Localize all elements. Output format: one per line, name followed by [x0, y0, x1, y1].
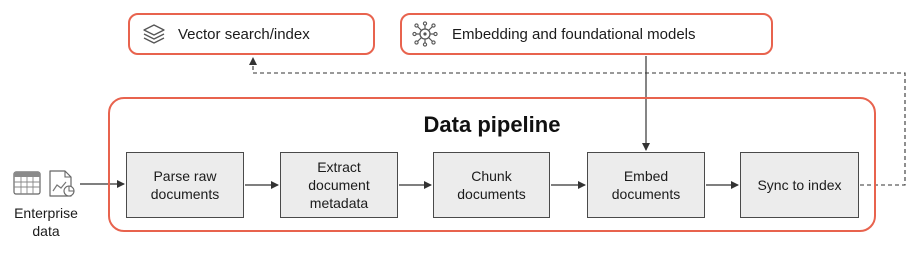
enterprise-data-icons [13, 170, 79, 198]
step-label: Chunk documents [457, 168, 526, 202]
embedding-models-label: Embedding and foundational models [452, 25, 696, 43]
arrow-sync-to-vector-index [249, 57, 906, 186]
step-embed-documents: Embed documents [587, 152, 705, 218]
step-extract-document-metadata: Extract document metadata [280, 152, 398, 218]
data-pipeline-title: Data pipeline [423, 112, 561, 137]
stacked-layers-icon [142, 22, 166, 46]
step-label: Parse raw documents [150, 168, 220, 202]
neural-chip-icon [412, 21, 438, 47]
vector-search-label: Vector search/index [178, 25, 310, 43]
spreadsheet-icon [13, 171, 41, 195]
step-label: Embed documents [611, 168, 681, 202]
embedding-models-box: Embedding and foundational models [400, 13, 773, 55]
step-label: Sync to index [757, 177, 842, 193]
step-sync-to-index: Sync to index [740, 152, 859, 218]
step-label: Extract document metadata [308, 159, 370, 211]
data-pipeline-frame [108, 97, 876, 232]
vector-search-index-box: Vector search/index [128, 13, 375, 55]
step-parse-raw-documents: Parse raw documents [126, 152, 244, 218]
enterprise-data-label: Enterprise data [14, 205, 78, 239]
step-chunk-documents: Chunk documents [433, 152, 550, 218]
document-chart-icon [49, 170, 75, 197]
